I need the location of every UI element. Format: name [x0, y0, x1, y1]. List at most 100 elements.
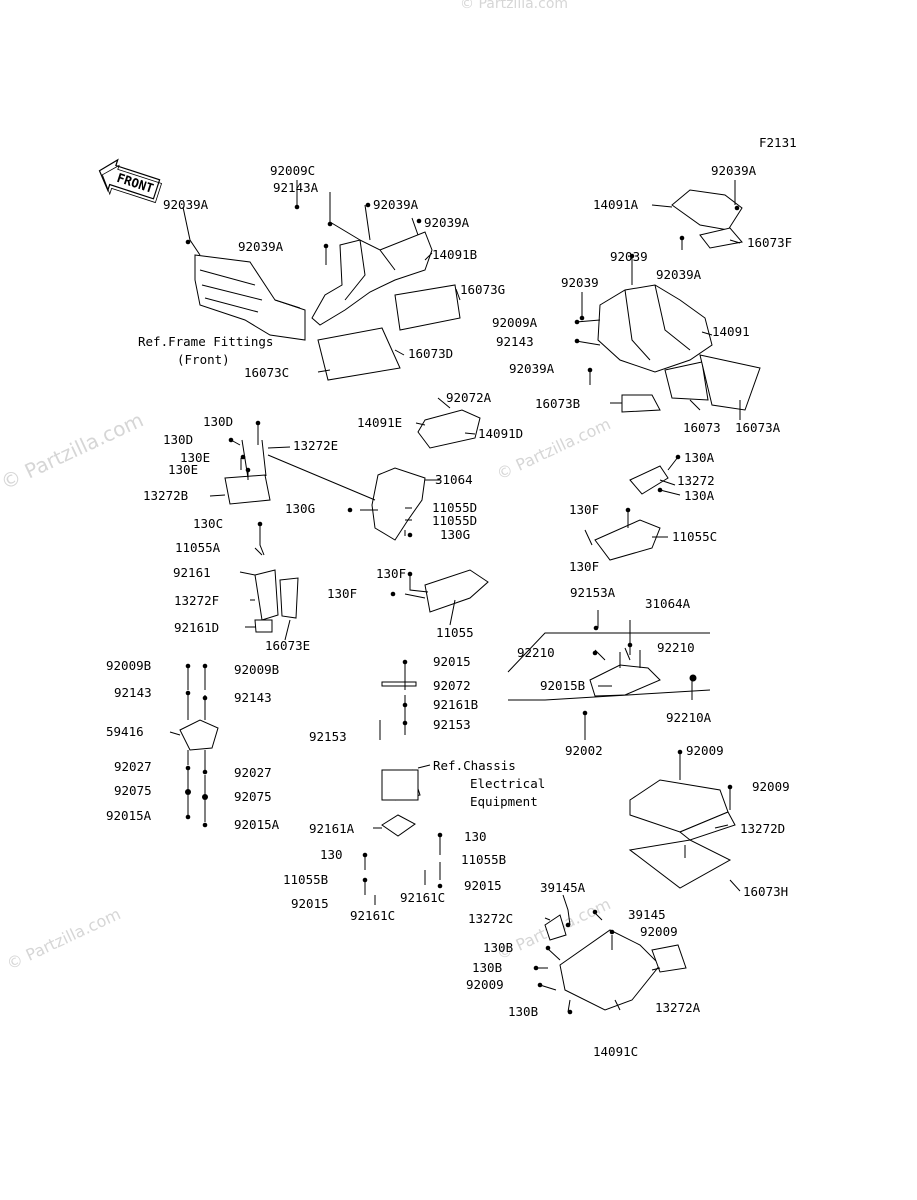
part-label: 92009A	[492, 315, 538, 330]
part-label: 11055D	[432, 513, 477, 528]
part-label: 92039A	[509, 361, 555, 376]
part-label: 92039A	[238, 239, 284, 254]
part-label: 92009	[466, 977, 504, 992]
part-label: 14091	[712, 324, 750, 339]
part-label: 13272C	[468, 911, 513, 926]
part-label: 16073B	[535, 396, 580, 411]
part-label: 39145A	[540, 880, 586, 895]
part-label: 13272A	[655, 1000, 701, 1015]
part-label: 92161A	[309, 821, 355, 836]
part-label: 92039A	[373, 197, 419, 212]
part-label: 92143	[234, 690, 272, 705]
chassis-note: Ref.Chassis	[433, 758, 516, 773]
watermark-text: © Partzilla.com	[0, 408, 147, 495]
part-label: 92039	[610, 249, 648, 264]
part-label: 92161C	[350, 908, 395, 923]
part-label: 130	[320, 847, 343, 862]
part-label: 16073H	[743, 884, 788, 899]
part-label: 13272F	[174, 593, 219, 608]
part-label: 13272	[677, 473, 715, 488]
part-label: 16073G	[460, 282, 505, 297]
part-label: 92143	[114, 685, 152, 700]
part-label: 130A	[684, 450, 715, 465]
part-label: 16073C	[244, 365, 289, 380]
part-label: 92009B	[234, 662, 279, 677]
part-label: 92075	[114, 783, 152, 798]
part-label: 14091C	[593, 1044, 638, 1059]
part-label: 92161D	[174, 620, 219, 635]
part-label: 130F	[327, 586, 357, 601]
part-labels: 92009C 92143A 92039A 92039A 92039A 14091…	[106, 163, 792, 1059]
part-label: 130B	[472, 960, 502, 975]
part-label: 16073	[683, 420, 721, 435]
part-label: 92015	[464, 878, 502, 893]
part-label: 92015	[433, 654, 471, 669]
part-label: 16073A	[735, 420, 781, 435]
frame-fittings-note-sub: (Front)	[177, 352, 230, 367]
part-label: 130C	[193, 516, 223, 531]
watermark-layer: © Partzilla.com © Partzilla.com © Partzi…	[0, 0, 614, 974]
part-label: 31064	[435, 472, 473, 487]
part-label: 92210	[657, 640, 695, 655]
part-label: 92153A	[570, 585, 616, 600]
part-label: 13272B	[143, 488, 188, 503]
part-label: 14091A	[593, 197, 639, 212]
fastener-dots	[185, 202, 740, 1015]
part-label: 130D	[163, 432, 193, 447]
part-label: 11055	[436, 625, 474, 640]
part-label: 92161C	[400, 890, 445, 905]
part-label: 130B	[483, 940, 513, 955]
part-label: 92039A	[163, 197, 209, 212]
part-label: 14091B	[432, 247, 477, 262]
part-label: 39145	[628, 907, 666, 922]
part-label: 92210A	[666, 710, 712, 725]
part-label: 92009C	[270, 163, 315, 178]
part-label: 11055A	[175, 540, 221, 555]
part-label: 16073D	[408, 346, 453, 361]
part-label: 16073F	[747, 235, 792, 250]
watermark-text: © Partzilla.com	[4, 904, 124, 973]
part-label: 92075	[234, 789, 272, 804]
part-label: 92039A	[711, 163, 757, 178]
part-label: 13272D	[740, 821, 785, 836]
part-label: 92015A	[234, 817, 280, 832]
part-label: 92072A	[446, 390, 492, 405]
part-label: 92153	[309, 729, 347, 744]
part-label: 92009	[640, 924, 678, 939]
part-label: 130A	[684, 488, 715, 503]
part-label: 92009	[752, 779, 790, 794]
watermark-text: © Partzilla.com	[460, 0, 568, 12]
part-label: 11055B	[283, 872, 328, 887]
reference-notes: Ref.Frame Fittings (Front) Ref.Chassis E…	[138, 334, 545, 809]
part-label: 14091D	[478, 426, 523, 441]
part-label: 92015	[291, 896, 329, 911]
part-label: 130F	[376, 566, 406, 581]
leader-lines	[169, 180, 741, 1013]
frame-fittings-note: Ref.Frame Fittings	[138, 334, 273, 349]
part-label: 11055C	[672, 529, 717, 544]
part-label: 130F	[569, 559, 599, 574]
part-label: 92039A	[656, 267, 702, 282]
part-label: 92039	[561, 275, 599, 290]
part-label: 11055D	[432, 500, 477, 515]
part-label: 92143A	[273, 180, 319, 195]
part-label: 130B	[508, 1004, 538, 1019]
part-label: 92027	[114, 759, 152, 774]
front-arrow-icon: FRONT	[98, 158, 163, 204]
chassis-note-line-3: Equipment	[470, 794, 538, 809]
part-label: 92072	[433, 678, 471, 693]
chassis-note-line-2: Electrical	[470, 776, 545, 791]
part-label: 130F	[569, 502, 599, 517]
part-label: 130G	[440, 527, 470, 542]
part-label: 92009B	[106, 658, 151, 673]
part-label: 92015B	[540, 678, 585, 693]
part-label: 11055B	[461, 852, 506, 867]
part-label: 16073E	[265, 638, 310, 653]
part-label: 31064A	[645, 596, 691, 611]
parts-layer	[179, 189, 761, 1011]
part-label: 92027	[234, 765, 272, 780]
part-label: 92143	[496, 334, 534, 349]
part-label: 130E	[168, 462, 198, 477]
figure-code: F2131	[759, 135, 797, 150]
